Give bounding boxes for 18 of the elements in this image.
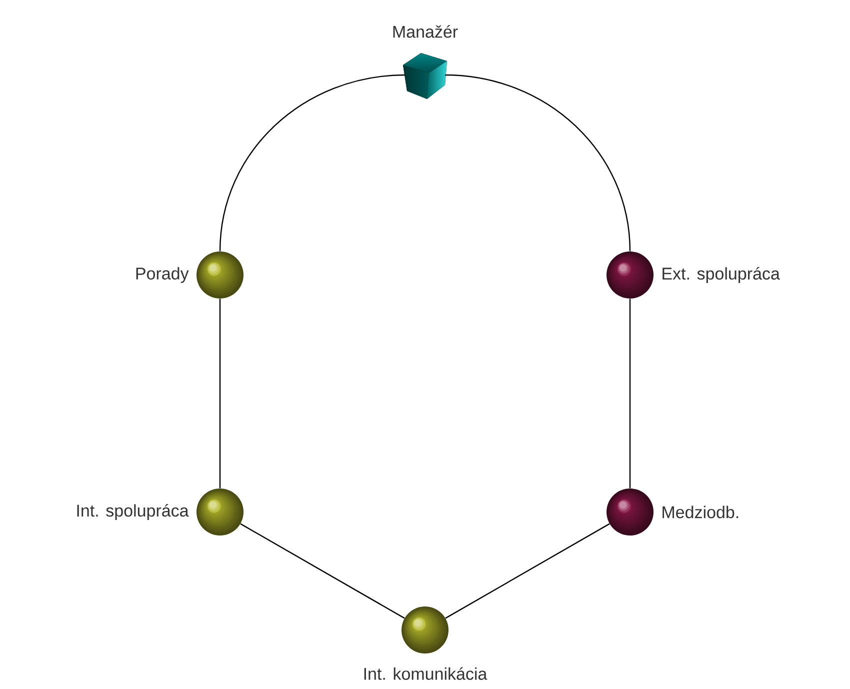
sphere-node: [606, 488, 654, 536]
connector-line: [445, 523, 610, 619]
node-label: Ext. spolupráca: [662, 266, 780, 284]
node-label: Int. komunikácia: [364, 667, 488, 680]
node-label: Manažér: [393, 25, 458, 38]
node-label: Porady: [136, 267, 189, 283]
sphere-node: [606, 252, 654, 298]
sphere-node: [196, 252, 244, 298]
connector-line: [445, 74, 631, 252]
connector-line: [629, 298, 631, 488]
node-label: Medziodb.: [662, 506, 738, 518]
node-label: Int. spolupráca: [77, 504, 189, 520]
sphere-node: [196, 488, 244, 536]
connector-line: [240, 523, 405, 619]
sphere-node: [402, 606, 448, 654]
connector-line: [219, 298, 221, 488]
connector-line: [219, 74, 405, 252]
cube-node: [403, 53, 447, 99]
